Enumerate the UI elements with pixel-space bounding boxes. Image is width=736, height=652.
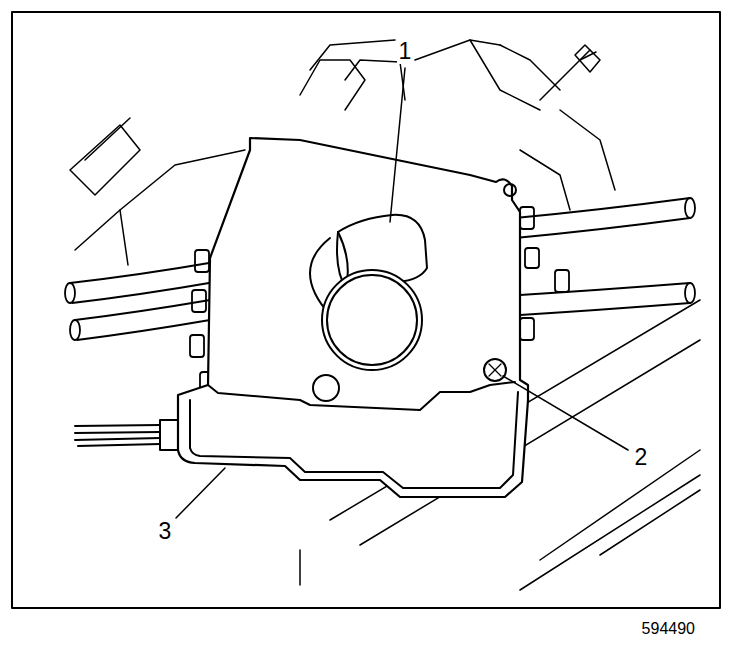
callout-number-holder: 1 (397, 39, 414, 64)
hose-lines (65, 198, 695, 392)
callout-number-holder: 3 (157, 519, 174, 544)
callout-number: 2 (633, 444, 650, 470)
callout-number-holder: 2 (633, 445, 650, 470)
leader-lines (176, 68, 628, 518)
figure-frame (12, 12, 720, 608)
figure-number: 594490 (640, 620, 697, 637)
callout-number: 3 (157, 518, 174, 544)
figure-number-holder: 594490 (640, 620, 697, 638)
actuator-housing (75, 138, 528, 497)
background-parts (70, 40, 700, 590)
callout-number: 1 (397, 38, 414, 64)
